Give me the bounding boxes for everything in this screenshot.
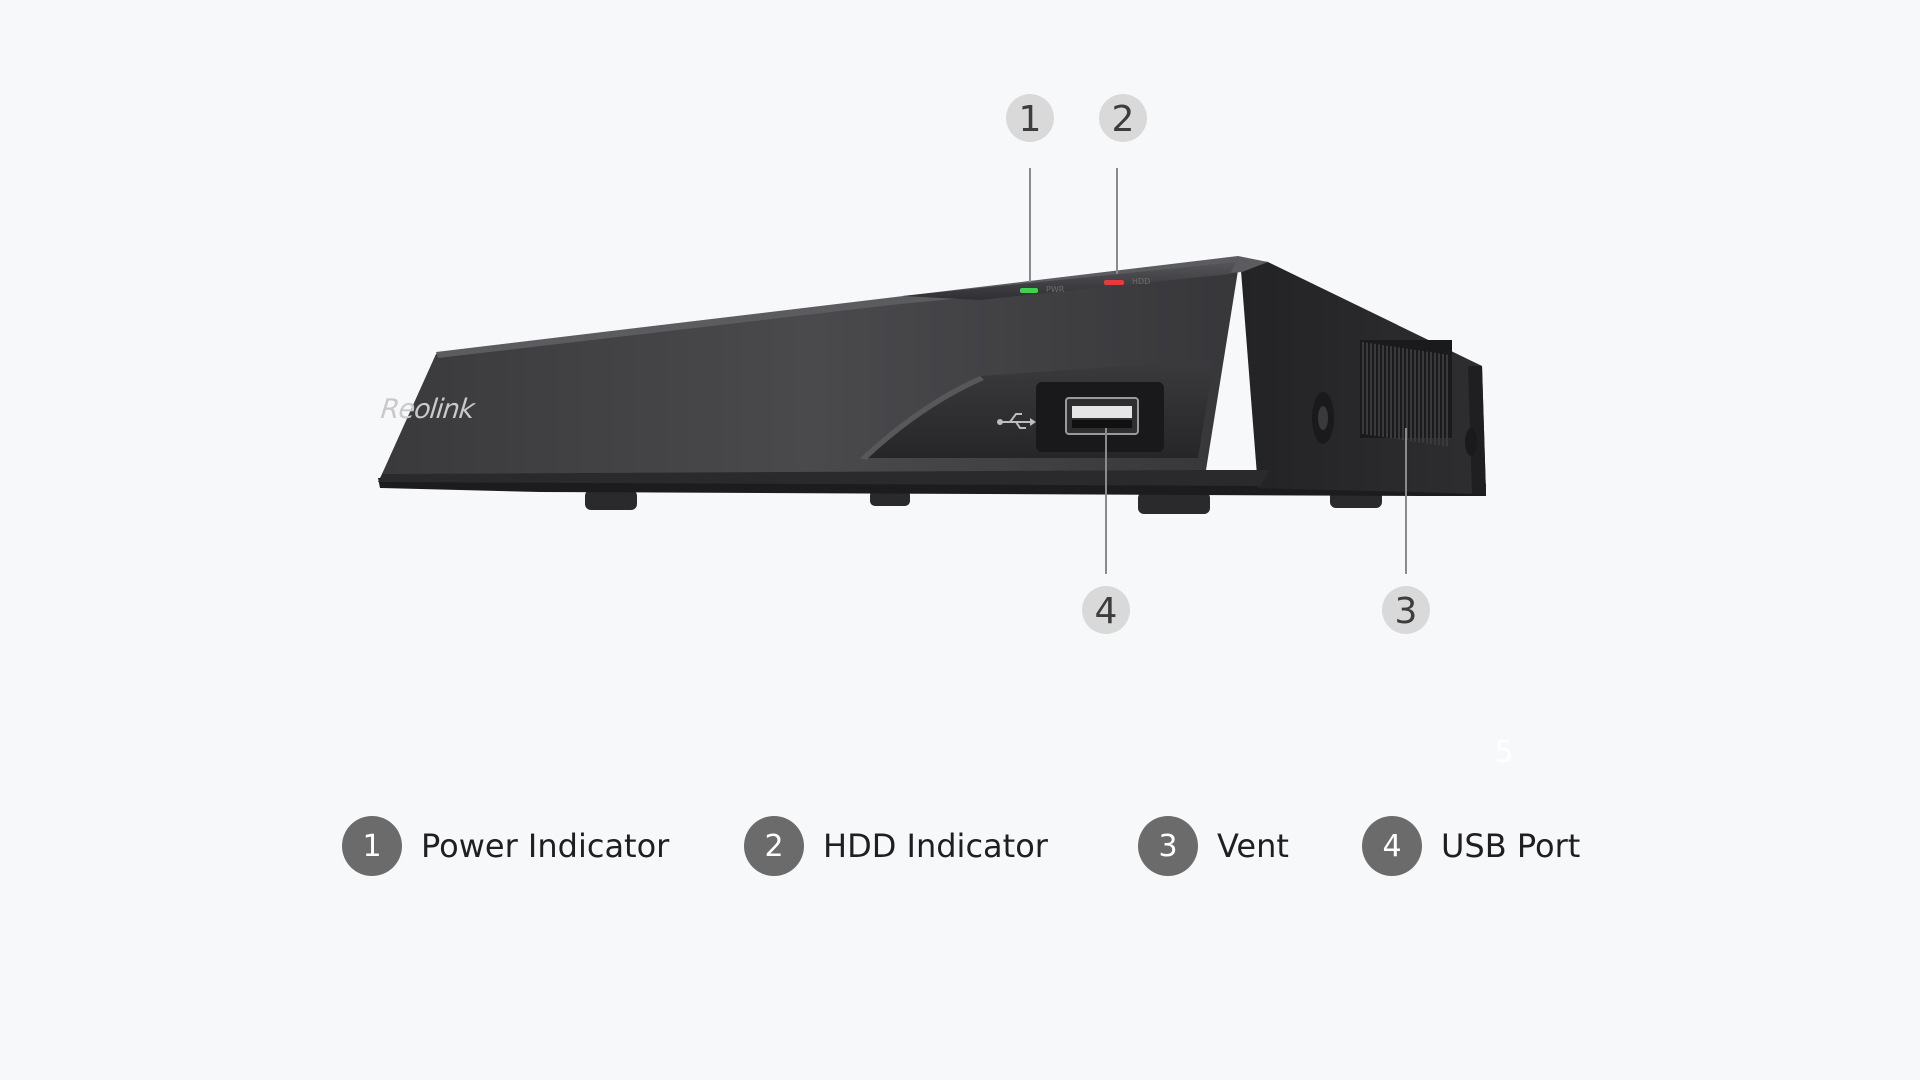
legend-item-vent: 3 Vent (1138, 816, 1289, 876)
svg-text:1: 1 (1019, 99, 1042, 140)
vent-slot (1406, 348, 1408, 441)
vent-slot (1402, 348, 1404, 440)
hdd-led (1104, 280, 1124, 285)
usb-port (1036, 382, 1164, 452)
legend-label: Vent (1217, 827, 1289, 865)
leader-lines (1029, 168, 1407, 574)
vent-slot (1370, 343, 1372, 436)
vent-slot (1442, 354, 1444, 446)
legend-badge: 2 (744, 816, 804, 876)
vent-slot (1398, 347, 1400, 440)
legend-badge: 1 (342, 816, 402, 876)
side-screw (1465, 428, 1477, 456)
legend-item-hdd: 2 HDD Indicator (744, 816, 1048, 876)
vent-slot (1366, 342, 1368, 435)
vent-slot (1386, 345, 1388, 438)
vent-slot (1438, 353, 1440, 446)
vent-slot (1390, 346, 1392, 439)
callout-4: 4 (1082, 586, 1130, 634)
vent-slot (1410, 349, 1412, 442)
vent-slot (1426, 351, 1428, 444)
usb-icon (997, 413, 1036, 429)
brand-logo: Reolink (379, 394, 477, 425)
hdd-led-label: HDD (1132, 277, 1150, 286)
svg-text:4: 4 (1095, 591, 1118, 632)
power-led (1020, 288, 1038, 293)
vent-slot (1362, 342, 1364, 434)
legend-item-usb: 4 USB Port (1362, 816, 1580, 876)
power-led-label: PWR (1046, 285, 1065, 294)
legend-badge: 3 (1138, 816, 1198, 876)
callout-2: 2 (1099, 94, 1147, 142)
callout-1: 1 (1006, 94, 1054, 142)
legend-label: USB Port (1441, 827, 1581, 865)
vent-slot (1382, 345, 1384, 437)
legend-badge: 4 (1362, 816, 1422, 876)
vent-slot (1394, 346, 1396, 439)
vent-slot (1446, 354, 1448, 447)
legend: 1 Power Indicator 2 HDD Indicator 3 Vent… (342, 816, 1642, 876)
legend-label: HDD Indicator (823, 827, 1048, 865)
vent-slot (1422, 351, 1424, 443)
vent-slot (1418, 350, 1420, 443)
vent-slot (1414, 349, 1416, 442)
svg-text:2: 2 (1112, 99, 1135, 140)
stray-number: 5 (1494, 735, 1513, 770)
vent-slot (1374, 343, 1376, 436)
vent (1360, 340, 1452, 447)
svg-text:3: 3 (1395, 591, 1418, 632)
vent-slot (1430, 352, 1432, 445)
legend-item-power: 1 Power Indicator (342, 816, 669, 876)
vent-slot (1378, 344, 1380, 437)
vent-slot (1434, 352, 1436, 445)
callout-3: 3 (1382, 586, 1430, 634)
legend-label: Power Indicator (421, 827, 670, 865)
